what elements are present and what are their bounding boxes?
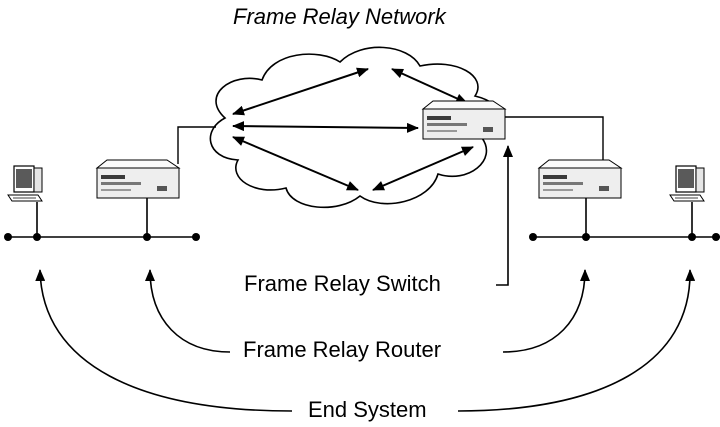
end-system-label: End System xyxy=(300,397,435,423)
left-workstation-icon xyxy=(7,165,43,202)
end-system-pointers xyxy=(35,269,696,412)
router-pointers xyxy=(145,269,590,353)
lan-nodes xyxy=(4,233,720,241)
right-router-icon xyxy=(538,159,622,199)
lan-segments xyxy=(8,198,720,238)
frame-relay-router-label: Frame Relay Router xyxy=(237,337,448,363)
frame-relay-switch-icon xyxy=(422,100,506,140)
right-workstation-icon xyxy=(669,165,705,202)
network-links xyxy=(177,116,604,164)
virtual-circuit-arrows xyxy=(232,67,474,191)
switch-pointer xyxy=(496,145,513,286)
frame-relay-switch-label: Frame Relay Switch xyxy=(241,271,444,297)
diagram-title: Frame Relay Network xyxy=(233,4,446,29)
left-router-icon xyxy=(96,159,180,199)
